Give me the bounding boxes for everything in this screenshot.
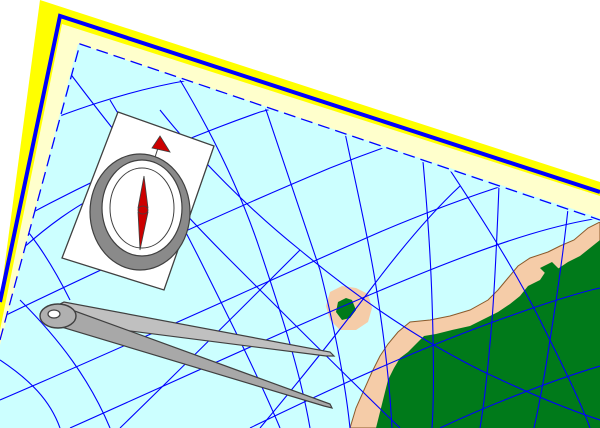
divider-pivot [47,309,61,319]
map-neatline-dashed [0,43,600,341]
divider-icon [39,301,336,409]
compass-icon [61,111,215,291]
coastline-icon [376,240,600,428]
map-frame-blue-line [0,13,600,303]
compass-needle-pivot [137,205,149,215]
compass-direction-arrow [151,135,171,153]
